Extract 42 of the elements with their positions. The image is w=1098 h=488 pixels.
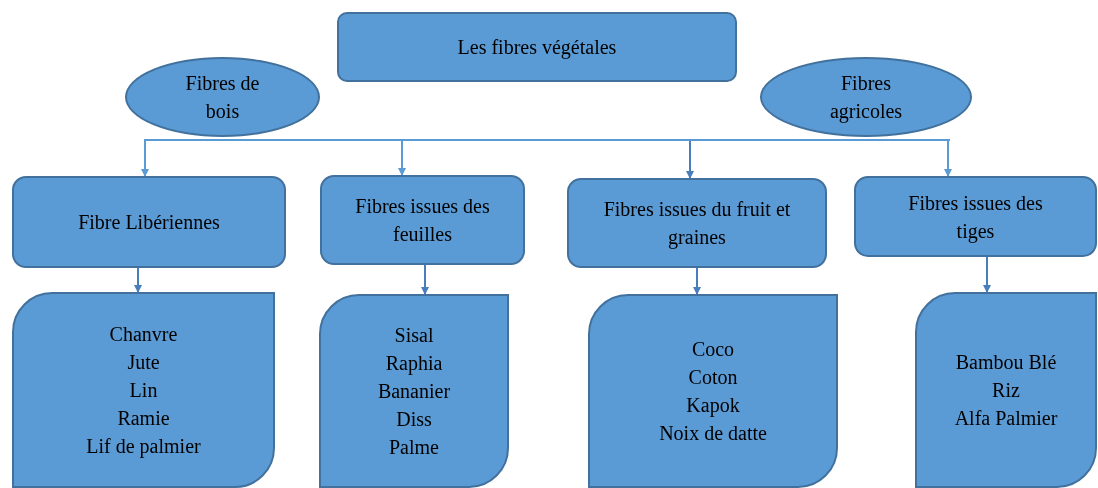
node-label: Fibres issues des tiges [907,190,1044,245]
list-item: Raphia [385,351,443,377]
node-label: Les fibres végétales [457,35,617,61]
list-item: Alfa Palmier [954,406,1058,431]
list-box [915,292,1097,488]
list-item: Chanvre [109,322,178,347]
arrow [398,140,406,176]
arrow [944,140,952,177]
category-box [567,178,827,268]
list-item: Coco [691,337,735,362]
list-item: Ramie [117,406,170,431]
connector-bus [144,139,950,141]
list-item: Diss [396,407,432,432]
title-box [337,12,737,82]
list-item: Bambou Blé [955,350,1057,375]
list-box [319,294,509,488]
list-item: Bananier [377,379,451,404]
list-item: Riz [992,378,1020,403]
list-item: Jute [127,350,160,375]
list-item: Palme [389,435,439,460]
node-label: Fibres de bois [184,71,261,124]
node-label: Fibres issues des feuilles [354,194,491,247]
category-box [320,175,525,265]
category-box [854,176,1097,257]
arrow [693,267,701,295]
list-box [12,292,275,488]
list-item: Noix de datte [659,421,767,446]
node-label: Fibre Libériennes [78,210,220,235]
list-item: Coton [688,365,738,390]
node-label: Fibres issues du fruit et graines [602,197,792,251]
arrow [686,140,694,179]
arrow [134,267,142,293]
list-item: Sisal [394,323,434,348]
arrow [421,264,429,295]
list-item: Lin [129,378,158,403]
node-label: Fibres agricoles [828,71,904,125]
category-box [12,176,286,268]
list-box [588,294,838,488]
list-item: Kapok [686,393,740,419]
arrow [983,256,991,293]
list-item: Lif de palmier [86,434,201,460]
arrow [141,140,149,177]
